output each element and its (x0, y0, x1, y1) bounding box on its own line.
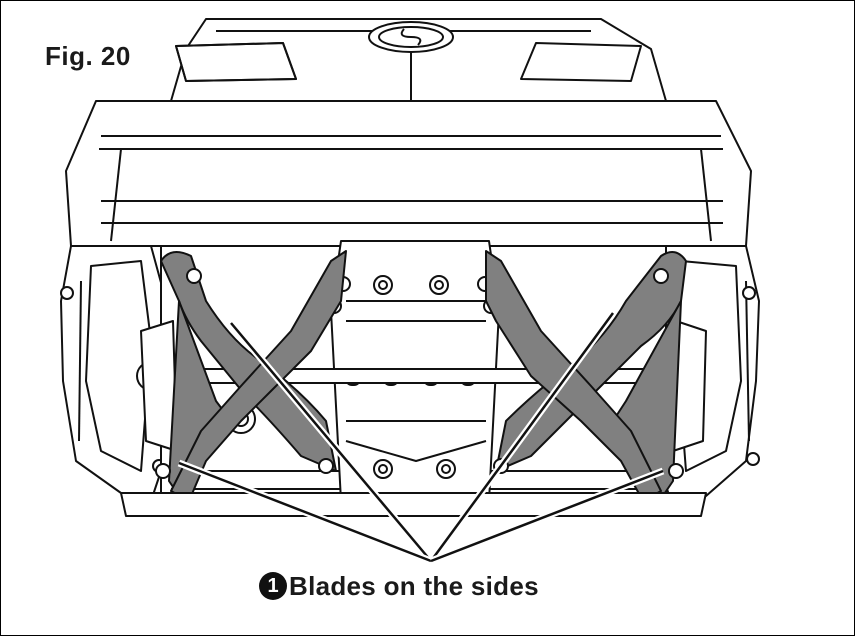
auger-housing-top (65, 100, 752, 247)
callout-number-badge: 1 (259, 572, 287, 600)
callout-leader-lines (177, 310, 665, 565)
right-auger-blade (485, 250, 687, 507)
engine-hood (170, 18, 667, 102)
left-auger-blade (160, 250, 347, 507)
figure-label: Fig. 20 (45, 41, 131, 71)
housing-left-side (60, 245, 167, 502)
callout-text: Blades on the sides (289, 570, 539, 601)
scraper-bar (120, 492, 707, 517)
callout-label: 1 Blades on the sides (259, 569, 539, 603)
